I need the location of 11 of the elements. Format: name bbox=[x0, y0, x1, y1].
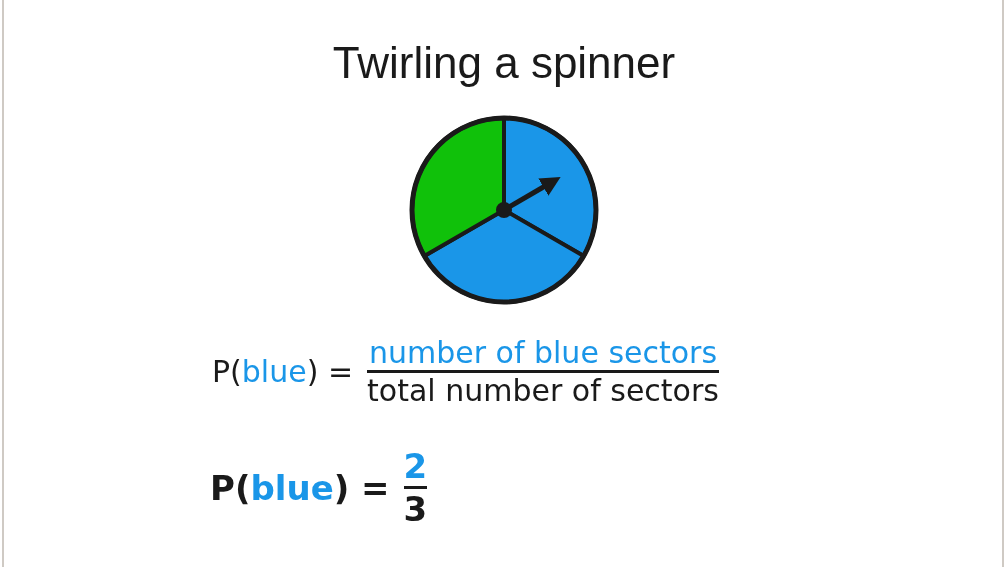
numerator: 2 bbox=[403, 446, 428, 486]
formula-text: P( bbox=[210, 467, 251, 508]
formula-text: blue bbox=[241, 354, 307, 389]
formula-text: blue bbox=[250, 467, 334, 508]
formula-text: ) = bbox=[306, 354, 354, 389]
numerator: number of blue sectors bbox=[368, 335, 718, 370]
denominator: total number of sectors bbox=[367, 373, 719, 408]
formula-text: ) = bbox=[333, 467, 390, 508]
formula-text: P( bbox=[212, 354, 242, 389]
title: Twirling a spinner bbox=[331, 38, 677, 88]
denominator: 3 bbox=[403, 489, 428, 529]
